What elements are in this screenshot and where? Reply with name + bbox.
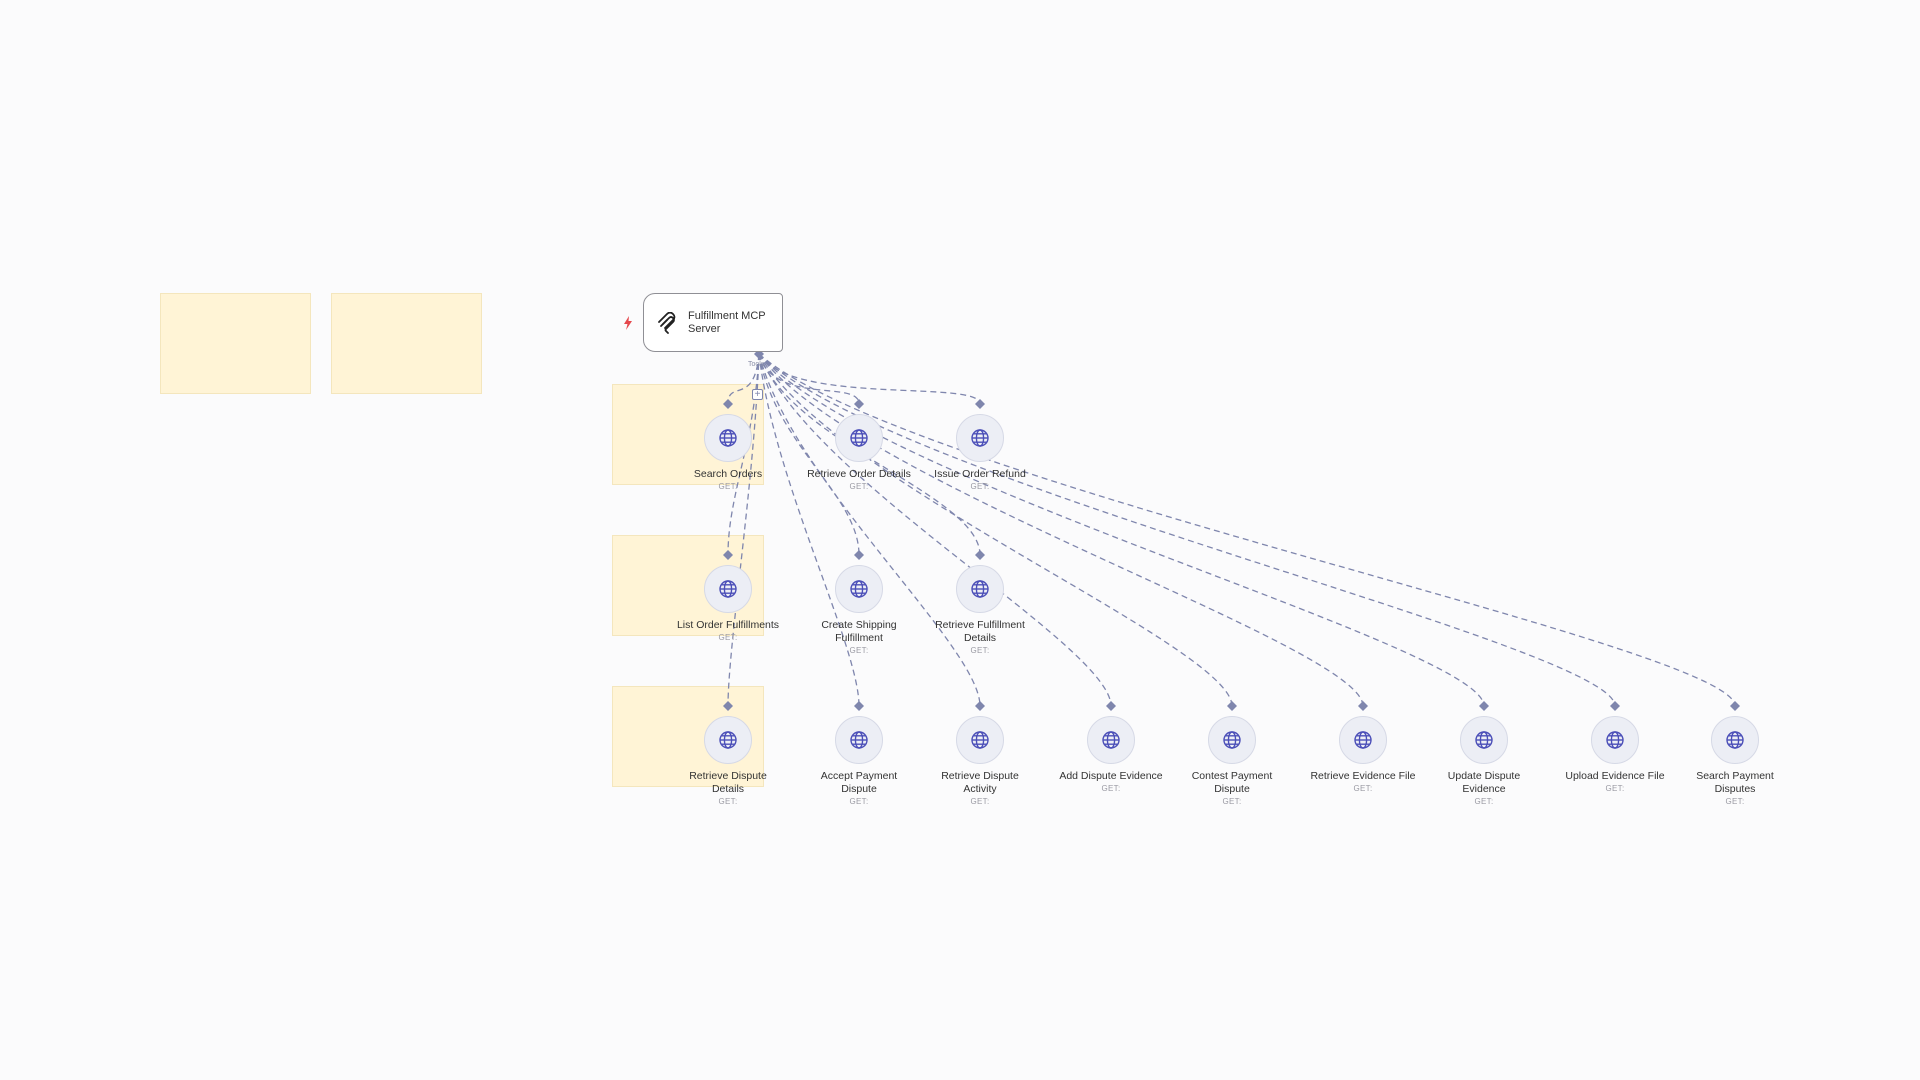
node-circle[interactable]: [956, 414, 1004, 462]
node-name: Add Dispute Evidence: [1059, 770, 1163, 782]
node-method: GET:: [1222, 797, 1242, 806]
node-circle[interactable]: [1208, 716, 1256, 764]
node-input-handle[interactable]: [854, 550, 864, 560]
globe-icon: [1725, 730, 1745, 750]
node-circle[interactable]: [1339, 716, 1387, 764]
trigger-node-mcp-server[interactable]: Fulfillment MCP Server: [643, 293, 783, 352]
node-input-handle[interactable]: [854, 399, 864, 409]
globe-icon: [849, 730, 869, 750]
node-method: GET:: [718, 633, 738, 642]
sticky-note[interactable]: [160, 293, 311, 394]
node-method: GET:: [1474, 797, 1494, 806]
node-circle[interactable]: [835, 565, 883, 613]
node-name: Retrieve Fulfillment Details: [935, 619, 1025, 644]
node-circle[interactable]: [1591, 716, 1639, 764]
mcp-server-icon: [656, 311, 678, 334]
node-name: Retrieve Order Details: [807, 468, 911, 480]
node-input-handle[interactable]: [1106, 701, 1116, 711]
connection-edge: [758, 353, 981, 405]
node-method: GET:: [1101, 784, 1121, 793]
node-method: GET:: [849, 646, 869, 655]
globe-icon: [970, 428, 990, 448]
globe-icon: [970, 730, 990, 750]
globe-icon: [1222, 730, 1242, 750]
node-method: GET:: [970, 482, 990, 491]
node-name: Accept Payment Dispute: [820, 770, 898, 795]
globe-icon: [718, 428, 738, 448]
node-input-handle[interactable]: [975, 701, 985, 711]
node-name: Create Shipping Fulfillment: [821, 619, 897, 644]
node-input-handle[interactable]: [854, 701, 864, 711]
globe-icon: [718, 579, 738, 599]
node-name: Contest Payment Dispute: [1191, 770, 1273, 795]
node-input-handle[interactable]: [1227, 701, 1237, 711]
node-name: Search Orders: [693, 468, 763, 480]
node-method: GET:: [1725, 797, 1745, 806]
sticky-note[interactable]: [331, 293, 482, 394]
node-input-handle[interactable]: [1358, 701, 1368, 711]
node-input-handle[interactable]: [975, 399, 985, 409]
node-name: List Order Fulfillments: [676, 619, 780, 631]
tools-output-label: Tools: [748, 361, 765, 368]
globe-icon: [849, 428, 869, 448]
bolt-icon: [623, 316, 633, 330]
node-circle[interactable]: [835, 414, 883, 462]
node-method: GET:: [1605, 784, 1625, 793]
node-method: GET:: [718, 482, 738, 491]
globe-icon: [849, 579, 869, 599]
node-method: GET:: [970, 646, 990, 655]
node-method: GET:: [849, 797, 869, 806]
node-name: Search Payment Disputes: [1696, 770, 1774, 795]
node-circle[interactable]: [704, 716, 752, 764]
node-input-handle[interactable]: [975, 550, 985, 560]
add-tool-button[interactable]: +: [752, 389, 763, 400]
globe-icon: [1605, 730, 1625, 750]
node-circle[interactable]: [956, 565, 1004, 613]
node-circle[interactable]: [704, 414, 752, 462]
globe-icon: [1353, 730, 1373, 750]
globe-icon: [1101, 730, 1121, 750]
node-input-handle[interactable]: [1479, 701, 1489, 711]
node-name: Retrieve Evidence File: [1310, 770, 1416, 782]
node-name: Update Dispute Evidence: [1447, 770, 1521, 795]
globe-icon: [718, 730, 738, 750]
globe-icon: [1474, 730, 1494, 750]
node-name: Retrieve Dispute Details: [689, 770, 767, 795]
node-circle[interactable]: [1087, 716, 1135, 764]
node-input-handle[interactable]: [1610, 701, 1620, 711]
node-method: GET:: [718, 797, 738, 806]
node-method: GET:: [970, 797, 990, 806]
node-name: Retrieve Dispute Activity: [941, 770, 1019, 795]
globe-icon: [970, 579, 990, 599]
node-circle[interactable]: [956, 716, 1004, 764]
trigger-label: Fulfillment MCP Server: [688, 309, 766, 335]
node-method: GET:: [849, 482, 869, 491]
node-method: GET:: [1353, 784, 1373, 793]
connection-edge: [758, 353, 860, 405]
node-name: Upload Evidence File: [1565, 770, 1665, 782]
node-circle[interactable]: [1460, 716, 1508, 764]
node-circle[interactable]: [704, 565, 752, 613]
node-circle[interactable]: [835, 716, 883, 764]
node-name: Issue Order Refund: [934, 468, 1026, 480]
node-circle[interactable]: [1711, 716, 1759, 764]
node-input-handle[interactable]: [1730, 701, 1740, 711]
